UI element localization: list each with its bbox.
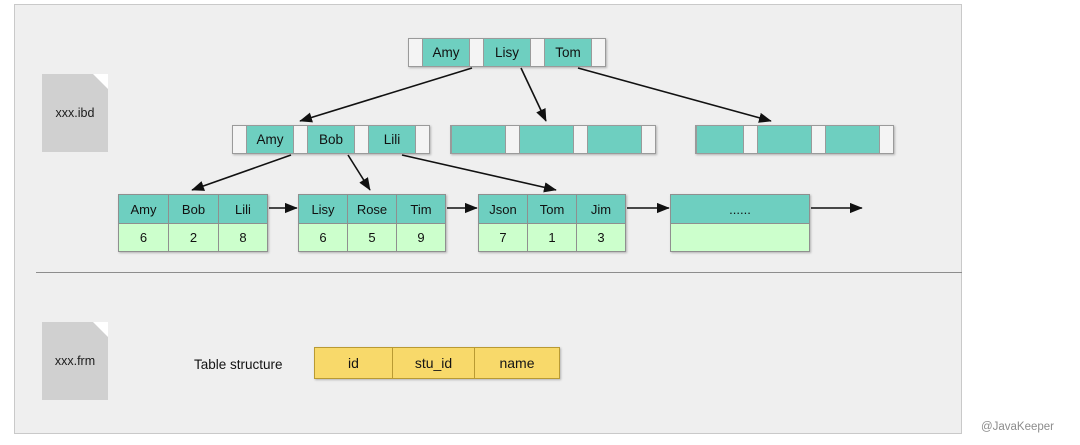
file-icon-frm-label: xxx.frm [54, 354, 96, 368]
table-column-stu-id: stu_id [393, 348, 475, 378]
leaf-2-value-1: 1 [528, 224, 577, 251]
leaf-1-value-0: 6 [299, 224, 348, 251]
leaf-1-name-1: Rose [348, 195, 397, 223]
leaf-0-value-row: 6 2 8 [119, 224, 267, 251]
table-structure: id stu_id name [314, 347, 560, 379]
leaf-0-value-0: 6 [119, 224, 169, 251]
internal-1-key-2 [587, 126, 642, 153]
leaf-2-value-row: 7 1 3 [479, 224, 625, 251]
leaf-2-name-2: Jim [577, 195, 625, 223]
internal-1-pointer-2 [574, 126, 587, 153]
internal-2-pointer-1 [744, 126, 757, 153]
table-structure-label: Table structure [194, 357, 283, 372]
watermark: @JavaKeeper [980, 421, 1054, 433]
internal-0-pointer-2 [355, 126, 368, 153]
internal-1-key-1 [519, 126, 574, 153]
root-key-1: Lisy [483, 39, 531, 66]
internal-1-pointer-3 [642, 126, 655, 153]
internal-2-pointer-2 [812, 126, 825, 153]
root-pointer-3 [592, 39, 605, 66]
file-icon-frm: xxx.frm [42, 322, 108, 400]
internal-2-key-0 [696, 126, 744, 153]
internal-1-pointer-1 [506, 126, 519, 153]
root-pointer-1 [470, 39, 483, 66]
leaf-1-name-0: Lisy [299, 195, 348, 223]
internal-1-key-0 [451, 126, 506, 153]
btree-internal-node-1 [450, 125, 656, 154]
leaf-0-value-2: 8 [219, 224, 267, 251]
leaf-1-value-2: 9 [397, 224, 445, 251]
leaf-2-name-row: Json Tom Jim [479, 195, 625, 224]
internal-2-pointer-3 [880, 126, 893, 153]
leaf-0-name-0: Amy [119, 195, 169, 223]
btree-leaf-node-0: Amy Bob Lili 6 2 8 [118, 194, 268, 252]
leaf-0-name-1: Bob [169, 195, 219, 223]
btree-leaf-node-3: ...... [670, 194, 810, 252]
internal-0-key-1: Bob [307, 126, 355, 153]
internal-0-key-2: Lili [368, 126, 416, 153]
btree-leaf-node-2: Json Tom Jim 7 1 3 [478, 194, 626, 252]
internal-0-pointer-0 [233, 126, 246, 153]
leaf-3-value-0 [671, 224, 809, 251]
btree-leaf-node-1: Lisy Rose Tim 6 5 9 [298, 194, 446, 252]
leaf-3-value-row [671, 224, 809, 251]
table-column-name: name [475, 348, 559, 378]
table-column-id: id [315, 348, 393, 378]
page-fold-icon [93, 74, 108, 89]
internal-2-key-1 [757, 126, 812, 153]
leaf-1-name-row: Lisy Rose Tim [299, 195, 445, 224]
leaf-0-name-row: Amy Bob Lili [119, 195, 267, 224]
leaf-1-value-1: 5 [348, 224, 397, 251]
root-pointer-0 [409, 39, 422, 66]
leaf-1-value-row: 6 5 9 [299, 224, 445, 251]
btree-root-node: Amy Lisy Tom [408, 38, 606, 67]
internal-0-key-0: Amy [246, 126, 294, 153]
file-icon-ibd-label: xxx.ibd [55, 106, 95, 120]
btree-internal-node-2 [695, 125, 894, 154]
internal-2-key-2 [825, 126, 880, 153]
internal-0-pointer-3 [416, 126, 429, 153]
internal-0-pointer-1 [294, 126, 307, 153]
file-icon-ibd: xxx.ibd [42, 74, 108, 152]
leaf-3-name-0: ...... [671, 195, 809, 223]
leaf-2-value-2: 3 [577, 224, 625, 251]
root-key-0: Amy [422, 39, 470, 66]
leaf-1-name-2: Tim [397, 195, 445, 223]
root-key-2: Tom [544, 39, 592, 66]
root-pointer-2 [531, 39, 544, 66]
btree-internal-node-0: Amy Bob Lili [232, 125, 430, 154]
section-divider [36, 272, 962, 273]
leaf-2-name-1: Tom [528, 195, 577, 223]
leaf-2-value-0: 7 [479, 224, 528, 251]
page-fold-icon [93, 322, 108, 337]
leaf-0-name-2: Lili [219, 195, 267, 223]
leaf-0-value-1: 2 [169, 224, 219, 251]
leaf-3-name-row: ...... [671, 195, 809, 224]
leaf-2-name-0: Json [479, 195, 528, 223]
